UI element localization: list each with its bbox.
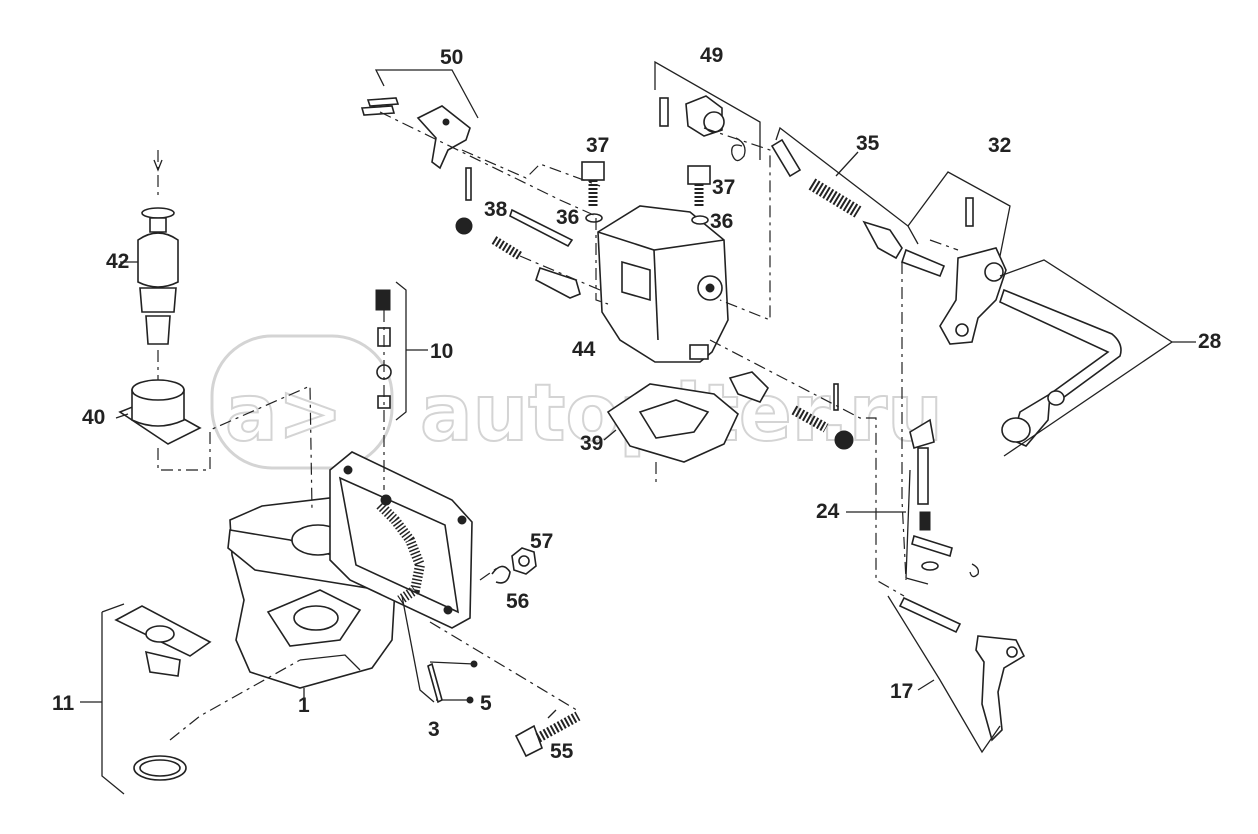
roller-part-49 bbox=[659, 95, 802, 178]
spring-part-35 bbox=[808, 178, 946, 278]
callout-40: 40 bbox=[82, 406, 105, 429]
bolt-part-55 bbox=[514, 711, 581, 758]
callout-5: 5 bbox=[480, 692, 492, 715]
pin-assembly-part-10 bbox=[375, 289, 392, 409]
bolt-part-37a bbox=[581, 161, 605, 223]
callout-36a: 36 bbox=[556, 206, 579, 229]
handle-part-28 bbox=[999, 288, 1122, 447]
callout-36b: 36 bbox=[710, 210, 733, 233]
part-24-set bbox=[909, 418, 980, 578]
spring-pin-part bbox=[728, 371, 854, 450]
pins-part-3-5 bbox=[427, 660, 478, 704]
watermark-logo: a> bbox=[225, 369, 343, 459]
flange-plate-part bbox=[329, 451, 473, 629]
bracket-part-50 bbox=[360, 97, 471, 170]
callout-57: 57 bbox=[530, 530, 553, 553]
callout-28: 28 bbox=[1198, 330, 1222, 353]
gasket-part-39 bbox=[606, 383, 739, 463]
callout-56: 56 bbox=[506, 590, 529, 613]
callout-37a: 37 bbox=[586, 134, 609, 157]
plunger-part-42 bbox=[137, 207, 179, 345]
callout-10: 10 bbox=[430, 340, 453, 363]
callout-labels: 50 49 37 37 35 32 38 36 36 42 10 44 28 4… bbox=[52, 44, 1222, 763]
callout-35: 35 bbox=[856, 132, 880, 155]
callout-1: 1 bbox=[298, 694, 310, 717]
callout-24: 24 bbox=[816, 500, 840, 523]
callout-32: 32 bbox=[988, 134, 1011, 157]
callout-39: 39 bbox=[580, 432, 603, 455]
lever-part-17 bbox=[898, 596, 1026, 742]
assembly-lines bbox=[153, 111, 959, 741]
pin-part-38 bbox=[455, 167, 581, 299]
callout-3: 3 bbox=[428, 718, 440, 741]
callout-brackets bbox=[80, 60, 1196, 795]
callout-17: 17 bbox=[890, 680, 913, 703]
callout-38: 38 bbox=[484, 198, 508, 221]
nut-part-57 bbox=[491, 547, 537, 584]
bolt-part-37b bbox=[687, 165, 711, 225]
bushing-part-40 bbox=[118, 379, 202, 445]
lever-part-32 bbox=[939, 197, 1007, 345]
callout-11: 11 bbox=[52, 692, 75, 715]
housing-part bbox=[597, 205, 729, 363]
callout-44: 44 bbox=[572, 338, 596, 361]
callout-42: 42 bbox=[106, 250, 129, 273]
callout-37b: 37 bbox=[712, 176, 735, 199]
callout-50: 50 bbox=[440, 46, 463, 69]
callout-55: 55 bbox=[550, 740, 574, 763]
clamp-part-11 bbox=[114, 605, 212, 781]
callout-49: 49 bbox=[700, 44, 723, 67]
